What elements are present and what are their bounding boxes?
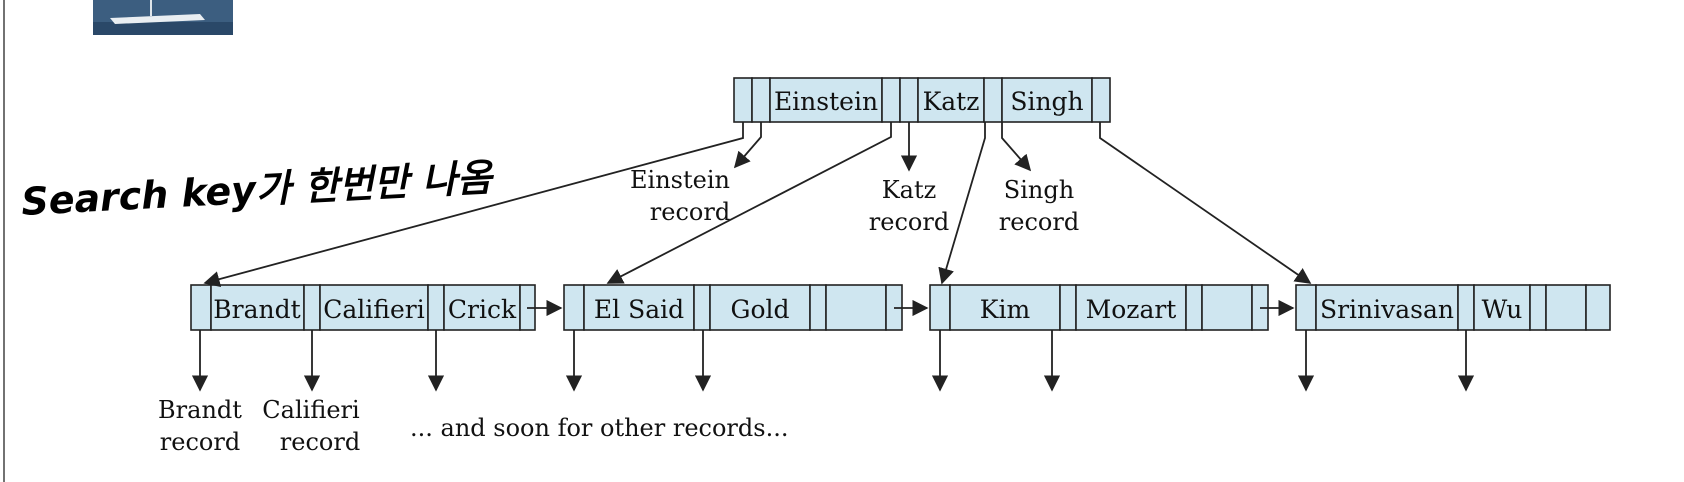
svg-text:record: record [999, 208, 1079, 236]
leaf-key-wu: Wu [1482, 295, 1523, 324]
leaf-key-kim: Kim [980, 295, 1031, 324]
leaf-node-4: Srinivasan Wu [1295, 284, 1611, 331]
leaf-key-califieri: Califieri [323, 295, 424, 324]
svg-text:Singh: Singh [1004, 176, 1074, 204]
svg-text:Brandt: Brandt [158, 396, 242, 424]
handwritten-annotation: Search key가 한번만 나옴 [20, 155, 496, 224]
root-node: Einstein Katz Singh [733, 77, 1111, 123]
leaf-node-2: El Said Gold [563, 284, 903, 331]
footnote-other-records: ... and soon for other records... [410, 414, 788, 442]
leaf-record-pointers [191, 330, 1475, 392]
root-pointers [203, 122, 1312, 288]
leaf-node-1: Brandt Califieri Crick [190, 284, 536, 331]
leaf-node-3: Kim Mozart [929, 284, 1269, 331]
svg-text:record: record [280, 428, 360, 456]
svg-text:Einstein: Einstein [630, 166, 730, 194]
root-key-einstein: Einstein [774, 87, 878, 116]
record-label-katz: Katz record [869, 176, 949, 236]
svg-text:Califieri: Califieri [262, 396, 360, 424]
leaf-key-el-said: El Said [594, 295, 684, 324]
record-label-brandt: Brandt record [158, 396, 242, 456]
leaf-key-brandt: Brandt [213, 295, 300, 324]
leaf-key-mozart: Mozart [1086, 295, 1177, 324]
svg-text:Katz: Katz [882, 176, 937, 204]
svg-text:record: record [650, 198, 730, 226]
record-label-singh: Singh record [999, 176, 1079, 236]
leaf-key-crick: Crick [448, 295, 517, 324]
record-label-einstein: Einstein record [630, 166, 730, 226]
leaf-key-srinivasan: Srinivasan [1320, 295, 1454, 324]
root-key-singh: Singh [1010, 87, 1083, 116]
svg-text:record: record [160, 428, 240, 456]
svg-text:record: record [869, 208, 949, 236]
record-label-califieri: Califieri record [262, 396, 360, 456]
leaf-key-gold: Gold [730, 295, 789, 324]
thumbnail-image [93, 0, 233, 35]
root-key-katz: Katz [923, 87, 980, 116]
